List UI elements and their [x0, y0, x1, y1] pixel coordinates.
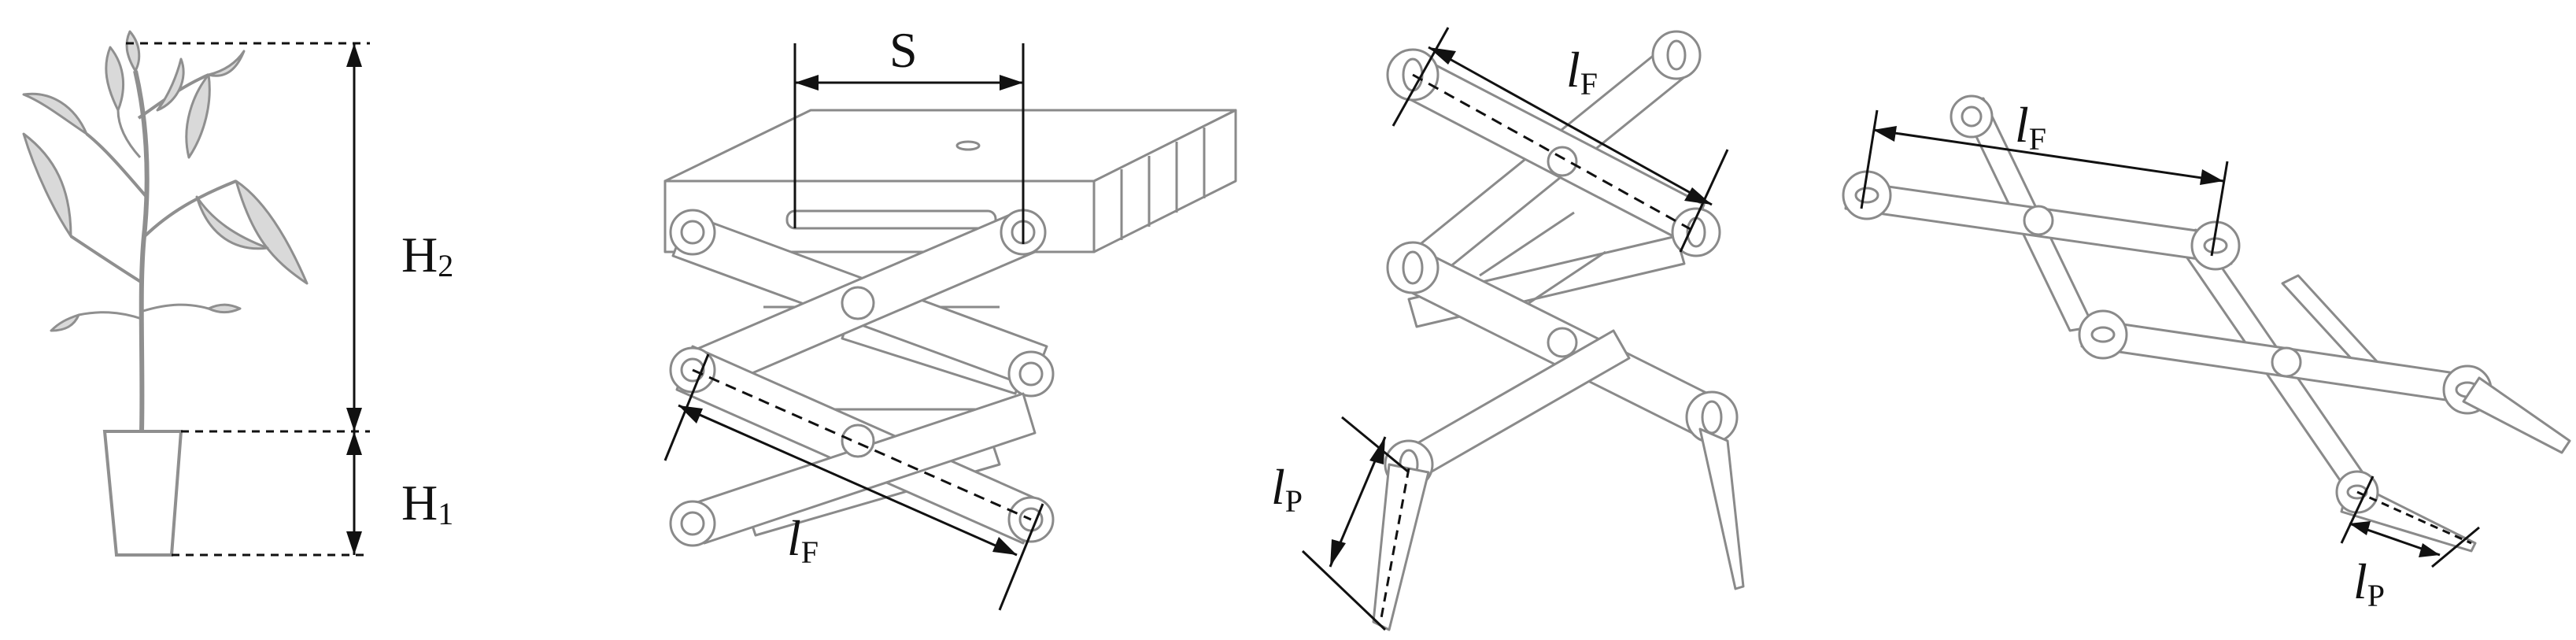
top-view-lower-center-pivot	[2271, 346, 2302, 378]
lf2-tick-left	[1391, 27, 1450, 127]
height-arrowheads	[346, 43, 362, 555]
platform-side	[1092, 109, 1237, 253]
gripper-lower-center-pivot	[1547, 327, 1578, 358]
lp3-tick-left	[2340, 475, 2375, 544]
plant-illustration	[22, 30, 309, 432]
gripper-left-finger	[1372, 463, 1430, 631]
platform-slot	[955, 140, 981, 151]
label-lp-panel3: lP	[1271, 459, 1303, 519]
label-h2: H2	[401, 227, 453, 283]
lf3-tick-right	[2210, 161, 2229, 257]
scissor-platform-arrowheads	[678, 75, 1023, 555]
lp3-tick-right	[2431, 526, 2480, 568]
label-h1: H1	[401, 475, 453, 531]
height-dimensions	[126, 42, 370, 557]
label-lp-panel4: lP	[2353, 553, 2385, 613]
label-lf-panel4: lF	[2015, 97, 2046, 157]
lf1-dimension-line	[678, 404, 1018, 557]
lf1-center-line	[692, 368, 1032, 521]
lp3-center-line	[2356, 490, 2472, 545]
platform-ribs	[1120, 128, 1206, 240]
top-view-right-finger	[2462, 376, 2571, 454]
gripper-upper-center-pivot	[1547, 146, 1578, 177]
lower-center-pivot	[841, 424, 875, 458]
label-lf-panel2: lF	[787, 510, 819, 570]
gripper-top-arrowheads	[1873, 126, 2440, 557]
lf2-dimension-line	[1428, 46, 1713, 206]
plant-panel: H2 H1	[22, 30, 453, 557]
lp2-tick-bottom	[1301, 549, 1387, 631]
gripper-right-finger	[1698, 427, 1745, 590]
gripper-finger-link	[1399, 329, 1631, 482]
lf3-tick-left	[1860, 109, 1879, 209]
gripper-top-panel	[1842, 94, 2571, 553]
lf3-dimension-line	[1872, 128, 2224, 183]
lp2-center-line	[1380, 468, 1410, 619]
label-s: S	[889, 22, 918, 78]
scissor-platform-panel	[663, 109, 1237, 547]
flower-pot	[102, 430, 183, 557]
upper-center-pivot	[841, 286, 875, 320]
lp2-tick-top	[1341, 416, 1410, 474]
scissor-platform-dimensions	[663, 43, 1044, 611]
label-lf-panel3: lF	[1566, 42, 1598, 102]
gripper-front-arrowheads	[1330, 47, 1712, 567]
gripper-front-panel	[1372, 30, 1745, 631]
top-view-upper-center-pivot	[2023, 205, 2054, 236]
lf1-tick-right	[998, 503, 1044, 611]
platform-slide-rail	[785, 209, 997, 230]
